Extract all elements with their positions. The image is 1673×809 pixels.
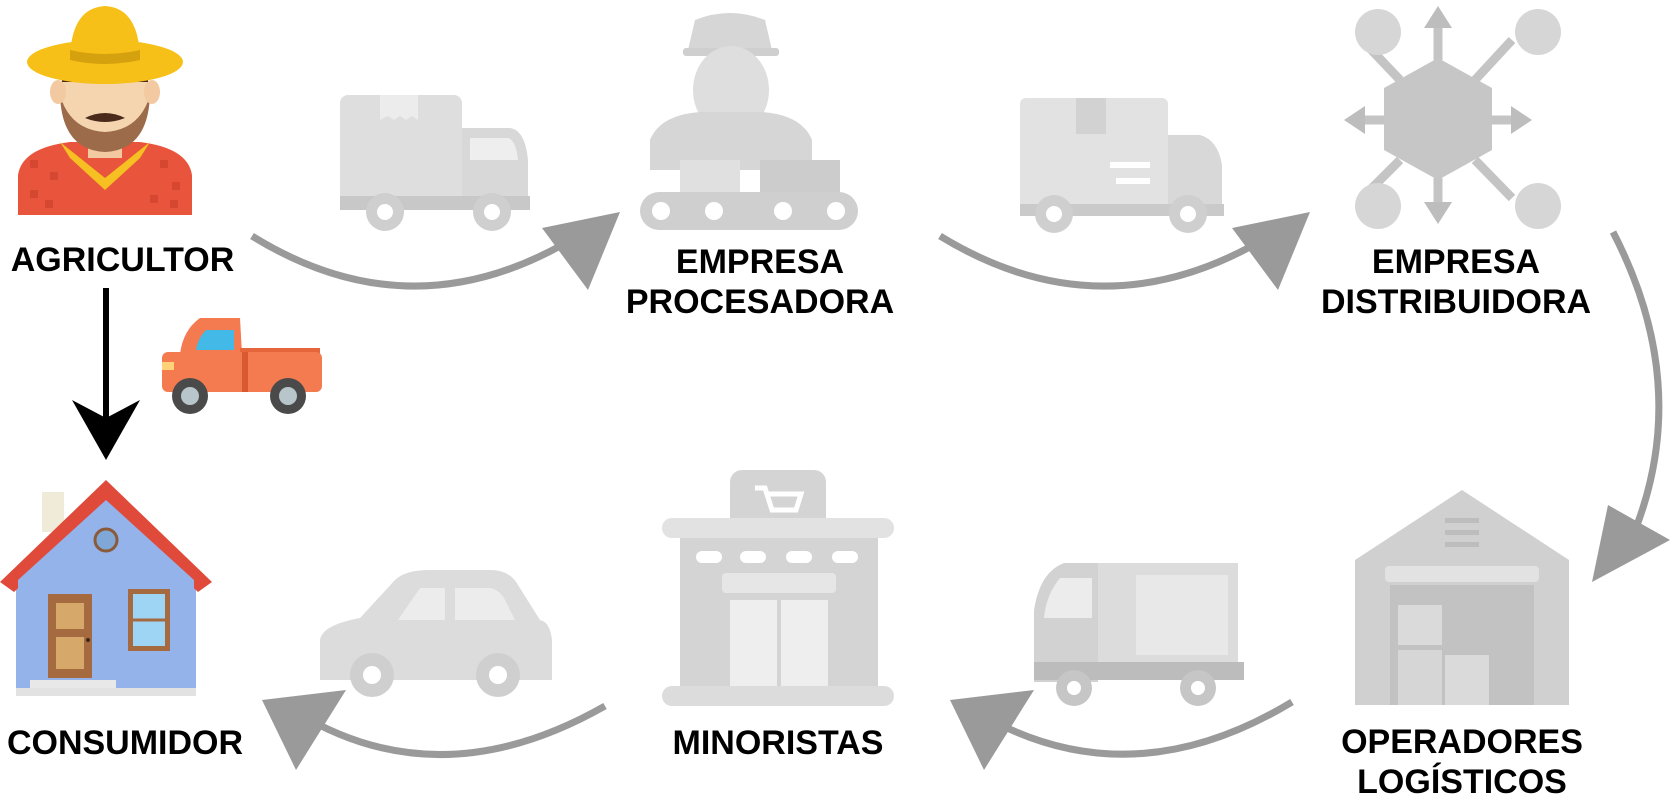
label-empresa-distribuidora: EMPRESA DISTRIBUIDORA: [1306, 242, 1606, 322]
distribution-network-icon: [1344, 6, 1561, 229]
label-minoristas-line: MINORISTAS: [672, 724, 884, 762]
label-operadores-line-2: LOGÍSTICOS: [1357, 763, 1567, 801]
cargo-truck-icon: [1034, 563, 1244, 706]
label-minoristas: MINORISTAS: [640, 723, 916, 763]
label-procesadora-line-2: PROCESADORA: [625, 283, 895, 321]
arrow-procesadora-to-distribuidora: [938, 225, 1284, 290]
pickup-truck-icon: [162, 318, 322, 414]
label-operadores-line-1: OPERADORES: [1341, 723, 1583, 761]
label-operadores-logisticos: OPERADORES LOGÍSTICOS: [1316, 722, 1608, 802]
label-empresa-procesadora: EMPRESA PROCESADORA: [610, 242, 910, 322]
arrowhead-minoristas-to-consumidor: [262, 690, 346, 770]
flow-arrows: [250, 225, 1663, 759]
car-icon: [320, 570, 552, 697]
house-icon: [0, 480, 212, 696]
label-agricultor: AGRICULTOR: [0, 240, 245, 280]
farmer-icon: [18, 6, 192, 215]
arrowhead-distribuidora-to-operadores: [1592, 505, 1670, 582]
arrow-distribuidora-to-operadores: [1609, 230, 1663, 562]
label-consumidor-line: CONSUMIDOR: [6, 724, 244, 762]
arrowhead-operadores-to-minoristas: [950, 690, 1034, 770]
shop-icon: [662, 470, 894, 706]
label-distribuidora-line-1: EMPRESA: [1371, 243, 1541, 281]
warehouse-icon: [1355, 490, 1569, 705]
arrowhead-procesadora-to-distribuidora: [1232, 212, 1310, 290]
label-consumidor: CONSUMIDOR: [0, 723, 250, 763]
arrow-agricultor-to-consumidor: [72, 288, 140, 460]
arrowheads: [262, 212, 1670, 770]
box-truck-icon: [1020, 98, 1224, 233]
delivery-truck-icon: [340, 95, 530, 231]
label-distribuidora-line-2: DISTRIBUIDORA: [1320, 283, 1592, 321]
arrow-operadores-to-minoristas: [978, 699, 1294, 758]
factory-worker-conveyor-icon: [640, 13, 858, 230]
label-procesadora-line-1: EMPRESA: [675, 243, 845, 281]
arrowhead-agricultor-to-procesadora: [542, 212, 620, 290]
arrow-minoristas-to-consumidor: [294, 702, 607, 759]
label-agricultor-line: AGRICULTOR: [10, 241, 235, 279]
arrow-agricultor-to-procesadora: [250, 225, 592, 290]
